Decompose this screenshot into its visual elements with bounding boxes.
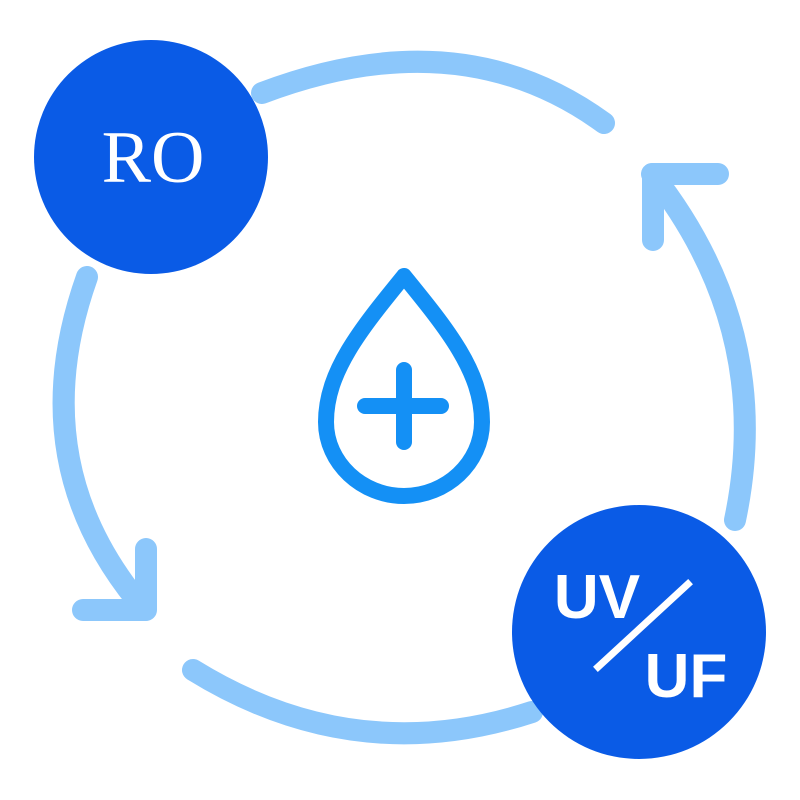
ro-badge: RO — [34, 40, 268, 274]
ro-badge-circle — [34, 40, 268, 274]
cycle-arrowhead-left — [72, 538, 157, 621]
ro-badge-label: RO — [102, 117, 205, 199]
uv-uf-divider-slash — [593, 579, 693, 672]
cycle-arrows — [52, 50, 756, 745]
water-drop-plus-icon — [318, 268, 490, 504]
uf-badge-label: UF — [645, 642, 728, 711]
uv-uf-badge: UV UF — [512, 505, 766, 759]
cycle-arrowhead-right — [642, 163, 729, 251]
cycle-arc-right — [641, 163, 756, 531]
cycle-arc-top — [251, 50, 615, 134]
water-drop-outline — [318, 268, 490, 504]
cycle-arc-left — [52, 266, 156, 621]
uv-badge-label: UV — [554, 563, 640, 632]
cycle-arc-bottom — [182, 659, 543, 745]
